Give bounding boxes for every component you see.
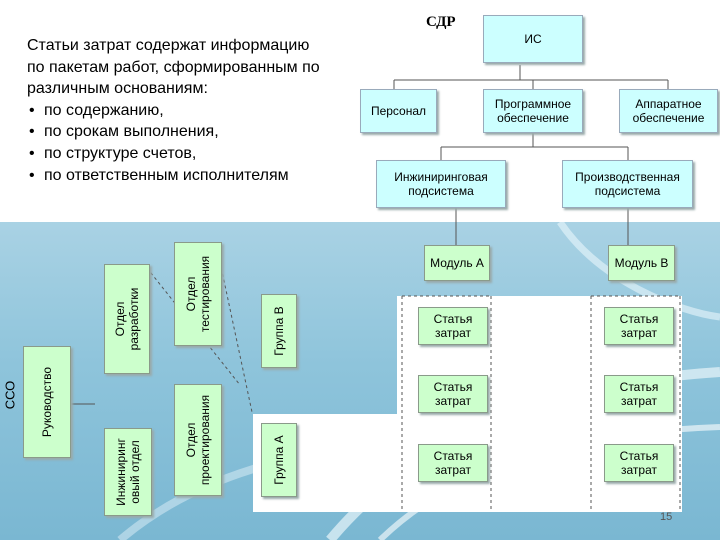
node-design-dept: Отдел проектирования xyxy=(174,384,222,496)
management-label: Руководство xyxy=(40,366,54,438)
node-hardware: Аппаратное обеспечение xyxy=(619,89,718,133)
node-is: ИС xyxy=(483,15,583,63)
page-number: 15 xyxy=(660,511,673,523)
cost-item-b2: Статья затрат xyxy=(604,375,674,413)
design-dept-label: Отдел проектирования xyxy=(184,394,212,486)
intro-text: Статьи затрат содержат информацию по пак… xyxy=(27,35,327,186)
cost-item-a3: Статья затрат xyxy=(418,444,488,482)
node-module-a: Модуль А xyxy=(424,245,490,281)
cost-item-b3: Статья затрат xyxy=(604,444,674,482)
node-module-b: Модуль В xyxy=(608,245,675,281)
cost-item-a2: Статья затрат xyxy=(418,375,488,413)
cost-item-b1: Статья затрат xyxy=(604,307,674,345)
cco-title: ССО xyxy=(2,380,18,410)
group-b-label: Группа В xyxy=(272,306,286,356)
node-group-b: Группа В xyxy=(261,294,297,368)
bullet-responsible: по ответственным исполнителям xyxy=(27,165,327,187)
engineering-dept-label: Инжиниринг овый отдел xyxy=(114,438,142,506)
node-engineering-subsystem: Инжиниринговая подсистема xyxy=(376,160,506,208)
node-engineering-dept: Инжиниринг овый отдел xyxy=(104,428,152,516)
bullet-timing: по срокам выполнения, xyxy=(27,121,327,143)
sdr-title: СДР xyxy=(426,14,456,30)
bullet-accounts: по структуре счетов, xyxy=(27,143,327,165)
group-a-label: Группа А xyxy=(272,435,286,485)
node-group-a: Группа А xyxy=(261,423,297,497)
intro-heading: Статьи затрат содержат информацию по пак… xyxy=(27,37,320,98)
cost-item-a1: Статья затрат xyxy=(418,307,488,345)
node-test-dept: Отдел тестирования xyxy=(174,242,222,346)
node-management: Руководство xyxy=(23,346,71,458)
node-personnel: Персонал xyxy=(360,89,437,133)
node-dev-dept: Отдел разработки xyxy=(104,264,150,374)
node-production-subsystem: Производственная подсистема xyxy=(562,160,693,208)
node-software: Программное обеспечение xyxy=(483,89,583,133)
cco-label: ССО xyxy=(0,380,20,410)
test-dept-label: Отдел тестирования xyxy=(184,255,212,333)
dev-dept-label: Отдел разработки xyxy=(113,287,141,351)
bullet-content: по содержанию, xyxy=(27,100,327,122)
